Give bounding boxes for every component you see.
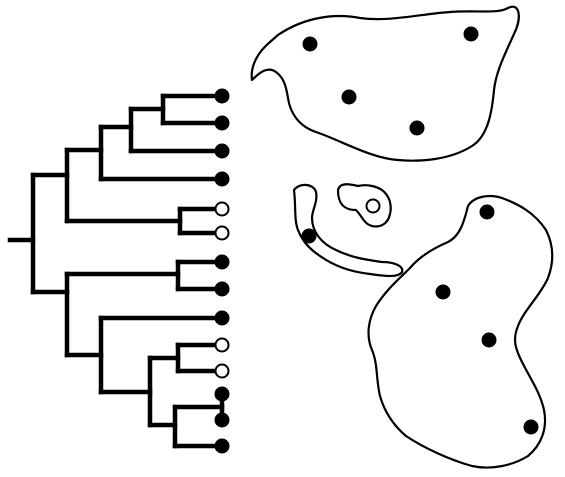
map-marker-small-island-open xyxy=(365,198,381,214)
tip-open-circle xyxy=(214,363,230,379)
map-marker-southern-continent-filled xyxy=(479,204,495,220)
tip-open-circle xyxy=(214,337,230,353)
map-marker-southern-continent-filled xyxy=(481,332,497,348)
tip-open-circle xyxy=(214,225,230,241)
map-marker-northern-continent-filled xyxy=(341,89,357,105)
tip-filled-circle xyxy=(214,438,230,454)
small-island xyxy=(336,183,392,228)
tip-filled-circle xyxy=(214,115,230,131)
map-marker-peninsula-filled xyxy=(301,228,317,244)
tip-filled-circle xyxy=(214,88,230,104)
map-markers xyxy=(301,26,539,435)
southern-continent xyxy=(367,195,554,469)
biogeographic-map xyxy=(250,5,554,469)
tip-markers xyxy=(214,88,230,454)
tip-filled-circle xyxy=(214,386,230,402)
tip-open-circle xyxy=(214,201,230,217)
northern-continent xyxy=(250,5,520,162)
tip-filled-circle xyxy=(214,412,230,428)
map-marker-northern-continent-filled xyxy=(302,36,318,52)
tip-filled-circle xyxy=(214,143,230,159)
tip-filled-circle xyxy=(214,310,230,326)
tip-filled-circle xyxy=(214,254,230,270)
map-marker-southern-continent-filled xyxy=(523,419,539,435)
peninsula xyxy=(292,183,404,278)
tip-filled-circle xyxy=(214,281,230,297)
map-marker-northern-continent-filled xyxy=(409,120,425,136)
map-marker-northern-continent-filled xyxy=(463,26,479,42)
tip-filled-circle xyxy=(214,171,230,187)
map-marker-southern-continent-filled xyxy=(435,284,451,300)
phylogenetic-tree xyxy=(7,93,225,449)
